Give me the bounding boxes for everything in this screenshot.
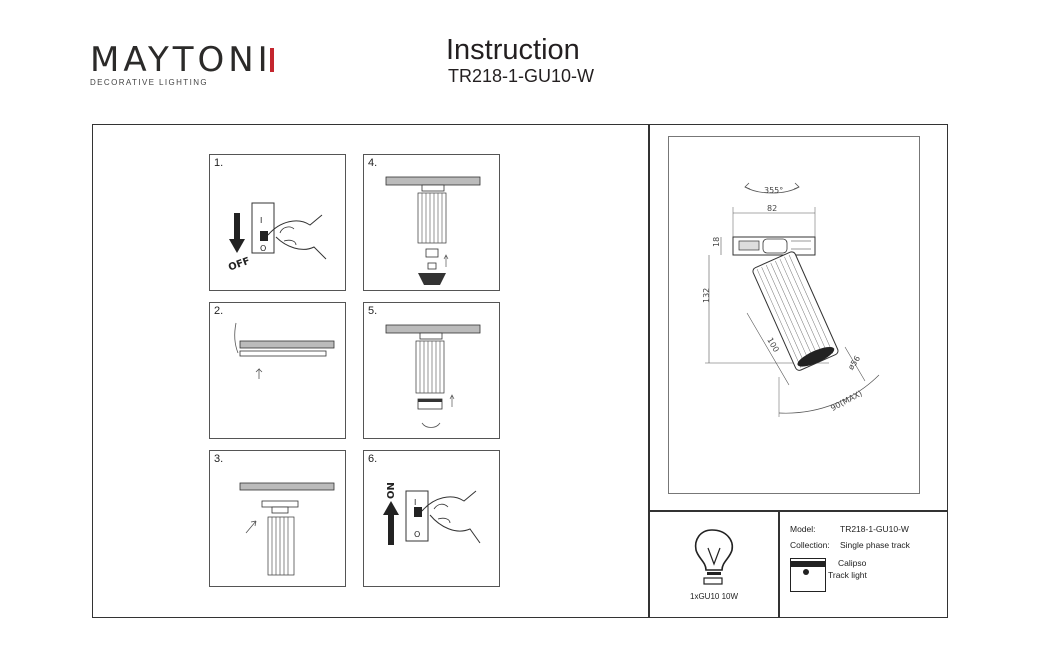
brand-logo: MAYTONI	[90, 40, 280, 80]
switch-bottom-label: O	[414, 530, 420, 539]
step-2-panel: 2.	[209, 302, 346, 439]
on-label: ON	[386, 482, 397, 499]
step-4-panel: 4.	[363, 154, 500, 291]
switch-bottom-label: O	[260, 244, 266, 253]
switch-on-illustration: I O ON	[383, 482, 481, 545]
frame-divider-vertical	[648, 124, 650, 618]
collection-type: Track light	[828, 570, 867, 580]
step-3-panel: 3.	[209, 450, 346, 587]
step-1-panel: 1. I O OFF	[209, 154, 346, 291]
close-ring-illustration	[385, 324, 481, 428]
width-dimension: 82	[767, 204, 777, 213]
model-value: TR218-1-GU10-W	[840, 524, 909, 534]
diameter-dimension: ø56	[846, 354, 862, 372]
brand-tagline: DECORATIVE LIGHTING	[90, 78, 209, 87]
track-height-dimension: 18	[712, 237, 721, 247]
brand-name: MAYTONI	[90, 40, 272, 80]
instruction-frame	[92, 124, 948, 618]
spotlight-body	[752, 251, 839, 371]
tilt-dimension: 90(MAX)	[829, 389, 863, 413]
bulb-icon	[680, 524, 750, 590]
lamp-caption: 1xGU10 10W	[690, 592, 739, 601]
height-dimension: 132	[702, 288, 711, 303]
product-code: TR218-1-GU10-W	[448, 66, 595, 86]
track-light-icon	[790, 558, 826, 592]
collection-value: Single phase track	[840, 540, 910, 550]
collection-label: Collection:	[790, 540, 830, 550]
step-number: 5.	[368, 305, 378, 317]
switch-top-label: I	[260, 216, 262, 225]
model-label: Model:	[790, 524, 816, 534]
insert-bulb-illustration	[385, 176, 481, 285]
technical-drawing: 355° 82 18 132 100 ø56	[668, 136, 920, 494]
spec-divider	[778, 510, 780, 618]
mount-track-illustration	[234, 322, 335, 379]
brand-accent-mark	[270, 48, 274, 72]
spec-collection: Collection: Single phase track	[790, 540, 910, 550]
body-length-dimension: 100	[765, 336, 780, 354]
frame-divider-horizontal	[648, 510, 948, 512]
attach-lamp-illustration	[239, 482, 335, 576]
dimension-drawing: 355° 82 18 132 100 ø56	[702, 182, 880, 417]
collection-name: Calipso	[838, 558, 867, 568]
rotation-dimension: 355°	[764, 186, 783, 195]
step-number: 6.	[368, 453, 378, 465]
step-number: 3.	[214, 453, 224, 465]
step-number: 2.	[214, 305, 224, 317]
step-number: 1.	[214, 157, 224, 169]
step-number: 4.	[368, 157, 378, 169]
off-label: OFF	[227, 256, 252, 274]
step-6-panel: 6. I O ON	[363, 450, 500, 587]
page-title: Instruction	[446, 34, 580, 66]
step-5-panel: 5.	[363, 302, 500, 439]
switch-top-label: I	[414, 498, 416, 507]
spec-model: Model: TR218-1-GU10-W	[790, 524, 909, 534]
switch-off-illustration: I O OFF	[227, 202, 327, 274]
